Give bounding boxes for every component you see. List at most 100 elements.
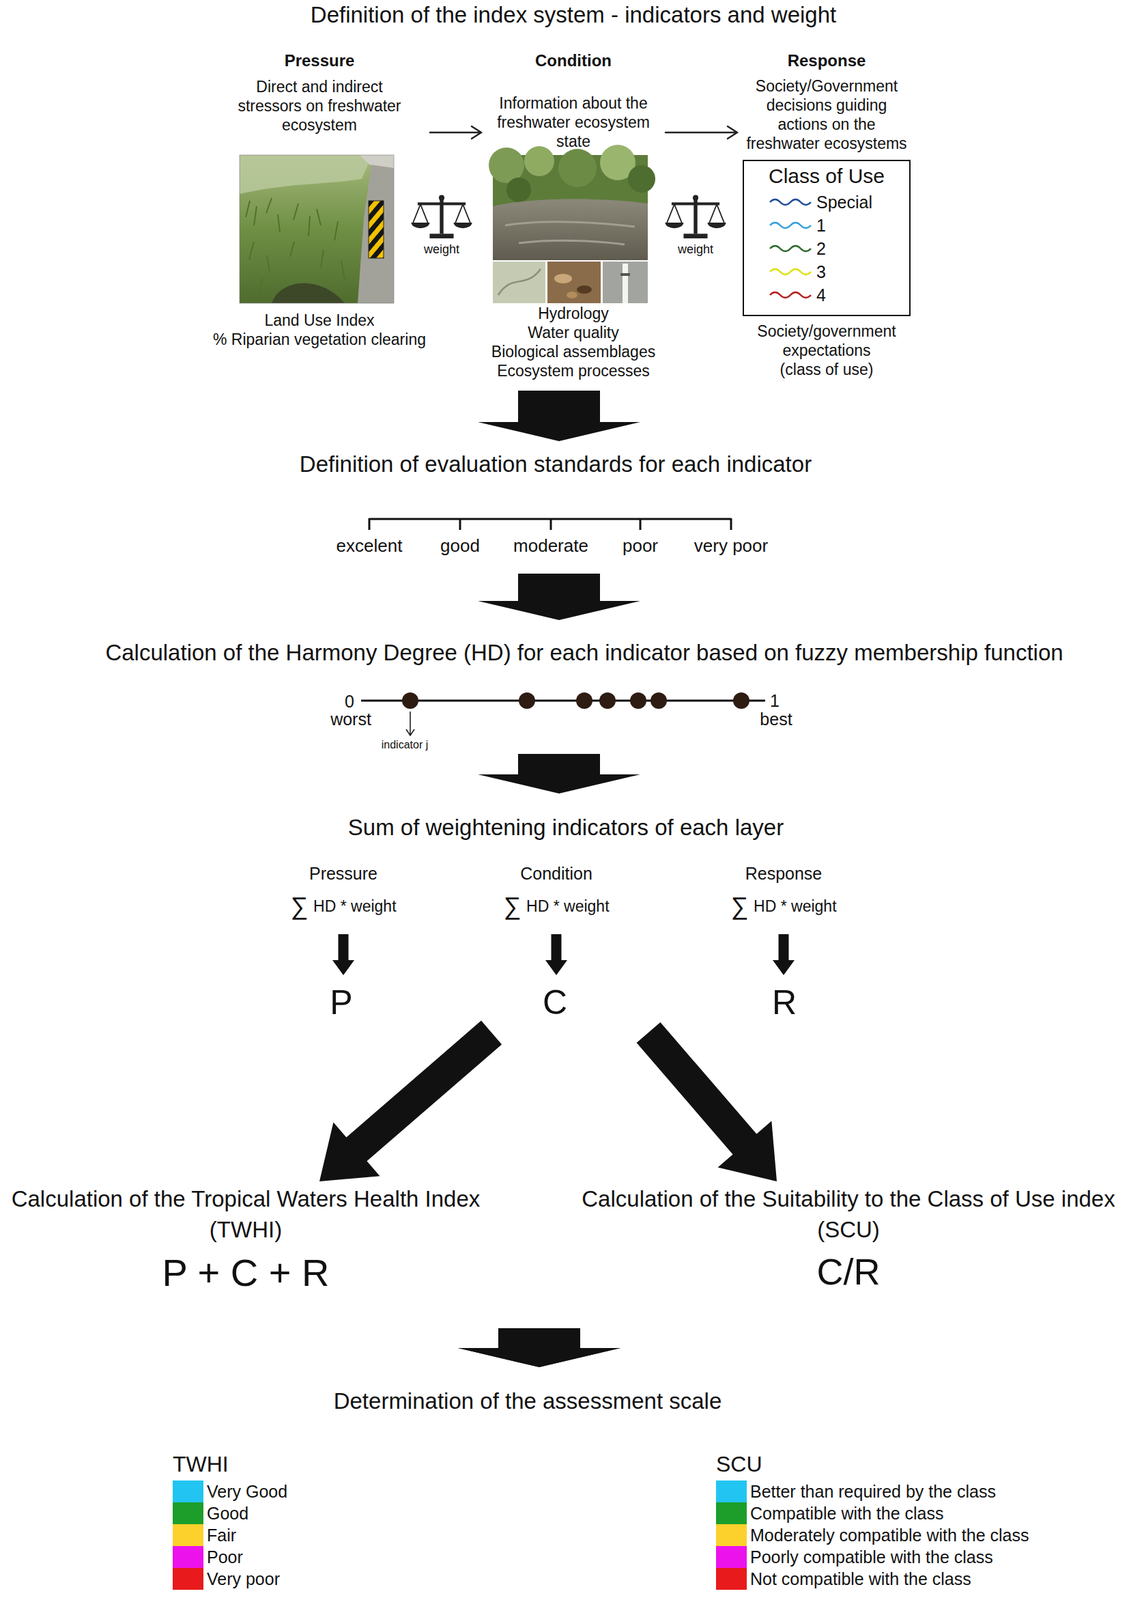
step-heading: Determination of the assessment scale — [186, 1369, 869, 1418]
node-text: Calculation of the Tropical Waters Healt… — [0, 1182, 492, 1245]
weight-scale — [664, 222, 684, 228]
layer-column: ConditionInformation about the freshwate… — [481, 46, 666, 391]
legend-row: Fair — [172, 1523, 528, 1546]
weight-scale — [683, 233, 708, 239]
formula-text: ∑ — [503, 890, 521, 921]
annotation-label: very poor — [694, 535, 768, 557]
node-text: C/R — [568, 1249, 1129, 1295]
node-text: Sum of weightening indicators of each la… — [258, 813, 874, 841]
harmony-scale — [402, 692, 419, 709]
node-text: Ecosystem processes — [481, 361, 666, 381]
legend-row: Special — [744, 190, 910, 214]
block-arrow — [332, 933, 355, 975]
node-text: Class of Use — [748, 163, 906, 190]
condition-photo — [566, 291, 578, 299]
legend-text: 4 — [816, 283, 826, 307]
condition-photo — [505, 221, 635, 245]
harmony-scale — [599, 692, 616, 709]
legend-text: Poorly compatible with the class — [750, 1545, 994, 1568]
legend-swatch — [716, 1523, 747, 1546]
layer-column: ResponseSociety/Government decisions gui… — [737, 46, 917, 382]
block-arrow — [458, 1327, 621, 1367]
weight-scale — [664, 195, 726, 239]
node-text: Condition — [484, 50, 663, 71]
legend-row: Poorly compatible with the class — [716, 1545, 1071, 1568]
line-sample — [769, 199, 811, 205]
legend-row: 4 — [744, 283, 910, 307]
legend-row: Very Good — [172, 1479, 528, 1502]
annotation-label: best — [759, 708, 792, 730]
pressure-photo — [368, 200, 384, 259]
node-text: % Riparian vegetation clearing — [210, 329, 429, 349]
legend-text: Very poor — [206, 1567, 280, 1590]
annotation-label: worst — [330, 708, 372, 730]
legend-row: Very poor — [172, 1567, 528, 1590]
node-text: P + C + R — [0, 1249, 492, 1296]
legend-swatch — [172, 1501, 204, 1524]
legend-text: Very Good — [206, 1479, 288, 1502]
node-text: R — [681, 981, 887, 1024]
class-of-use-box: Class of UseSpecial1234 — [742, 159, 911, 317]
block-arrow — [772, 933, 795, 975]
condition-photo — [488, 144, 656, 304]
weight-scale — [671, 202, 720, 205]
condition-photo — [524, 146, 555, 177]
legend-swatch — [172, 1567, 204, 1590]
legend-swatch — [716, 1501, 747, 1524]
annotation-label: TWHI — [172, 1450, 229, 1477]
line-sample — [768, 266, 813, 278]
evaluation-scale — [369, 518, 732, 530]
weight-scale — [453, 222, 473, 228]
block-arrow — [477, 753, 641, 794]
condition-photo — [602, 261, 648, 304]
condition-photo — [492, 199, 648, 261]
node-text: (class of use) — [741, 359, 912, 379]
legend-text: 1 — [816, 213, 826, 237]
condition-photo — [498, 268, 541, 295]
line-sample — [769, 268, 811, 275]
layer-score: R — [681, 977, 887, 1033]
legend-row: 2 — [744, 236, 910, 261]
harmony-scale — [733, 692, 750, 709]
condition-photo — [492, 261, 546, 304]
legend-text: Fair — [206, 1523, 237, 1546]
flow-arrow — [665, 126, 738, 139]
block-arrow — [319, 1020, 502, 1181]
annotation-label: 0 — [344, 690, 355, 712]
layer-column: PressureDirect and indirect stressors on… — [208, 46, 431, 360]
node-text: Direct and indirect stressors on freshwa… — [234, 77, 405, 135]
node-text: P — [238, 981, 444, 1024]
node-text: Condition — [474, 862, 639, 884]
line-sample — [768, 219, 813, 231]
condition-photo — [620, 273, 631, 276]
weight-scale — [666, 204, 725, 223]
legend-row: 3 — [744, 260, 910, 284]
weight-scale — [412, 204, 471, 223]
node-text: Definition of evaluation standards for e… — [248, 450, 863, 478]
pressure-photo — [239, 154, 394, 304]
legend-text: 3 — [816, 260, 826, 284]
weight-scale — [707, 222, 727, 228]
legend-text: Better than required by the class — [750, 1479, 996, 1502]
diagram-title: Definition of the index system - indicat… — [310, 1, 837, 29]
node-text: Biological assemblages — [481, 341, 666, 362]
layer-score: P — [238, 977, 444, 1033]
block-arrow — [636, 1021, 777, 1181]
legend-text: Compatible with the class — [750, 1501, 944, 1524]
legend-text: Not compatible with the class — [750, 1567, 972, 1590]
annotation-label: good — [440, 535, 480, 557]
condition-photo — [554, 273, 573, 284]
index-result: Calculation of the Suitability to the Cl… — [518, 1180, 1129, 1328]
annotation-label: indicator j — [381, 737, 428, 751]
node-text: Society/government expectations — [744, 321, 909, 360]
layer-sum: Condition∑HD * weight — [474, 857, 639, 934]
formula-text: HD * weight — [313, 896, 396, 916]
line-sample — [768, 289, 813, 301]
line-sample — [769, 292, 811, 298]
layer-sum: Response∑HD * weight — [701, 857, 866, 934]
legend-text: Special — [816, 190, 873, 214]
formula-text: HD * weight — [753, 896, 837, 916]
line-sample — [768, 243, 813, 254]
annotation-label: weight — [677, 242, 714, 258]
